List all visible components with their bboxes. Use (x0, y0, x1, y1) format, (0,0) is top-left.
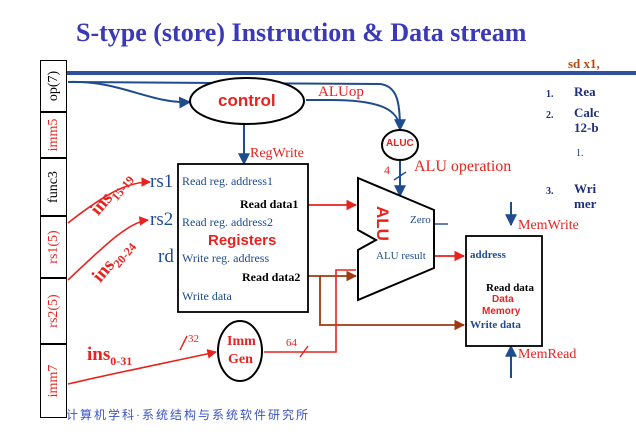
imm-gen-unit (217, 320, 263, 382)
write-reg-label: Write reg. address (182, 251, 270, 265)
memwrite-label: MemWrite (518, 218, 579, 233)
read-data2-to-memory-wire (308, 275, 466, 331)
field-rs2: rs2(5) (40, 278, 67, 344)
data-memory (465, 235, 543, 347)
side-item-3b-text: mer (574, 196, 597, 211)
registers-title: Registers (208, 232, 277, 249)
imm-bit-range: ins0-31 (87, 344, 133, 368)
side-item-1-num: 1. (546, 89, 554, 100)
alu-operation-width-tick (393, 171, 407, 181)
memory-title-line2: Memory (482, 306, 521, 317)
aluop-wire (306, 99, 401, 129)
opcode-to-aluc-wire (67, 81, 406, 132)
alu-unit (357, 176, 435, 302)
side-item-1-text: Rea (574, 84, 596, 99)
zero-label: Zero (410, 214, 431, 226)
alu-operation-label: ALU operation (414, 158, 512, 175)
rd-label: rd (158, 246, 174, 267)
imm-gen-line2: Gen (228, 352, 253, 367)
aluc-width-label: 4 (384, 163, 390, 177)
regwrite-label: RegWrite (250, 146, 304, 161)
memory-read-data-label: Read data (486, 282, 534, 294)
side-item-sub-num: 1. (576, 148, 584, 159)
imm-to-alu-wire (264, 269, 356, 353)
field-imm7: imm7 (40, 344, 67, 418)
side-item-2b-text: 12-b (574, 120, 599, 135)
side-item-2-num: 2. (546, 110, 554, 121)
slide-title: S-type (store) Instruction & Data stream (76, 18, 527, 47)
imm-out-width-label: 64 (286, 337, 297, 349)
imm-out-width-tick (299, 345, 309, 358)
side-item-2-text: Calc (574, 105, 600, 120)
memread-label: MemRead (518, 347, 577, 362)
aluc-label: ALUC (386, 138, 414, 149)
field-imm5: imm5 (40, 112, 67, 158)
footer-text: 计算机学科·系统结构与系统软件研究所 (66, 408, 310, 422)
alu-result-label: ALU result (376, 250, 426, 262)
imm-field-wire (67, 349, 217, 385)
imm-gen-line1: Imm (227, 334, 256, 349)
rs1-field-wire (67, 177, 151, 224)
side-item-3-text: Wri (574, 181, 597, 196)
side-item-3-num: 3. (546, 186, 554, 197)
read-data1-label: Read data1 (240, 197, 299, 211)
imm-in-width-label: 32 (188, 333, 199, 345)
read-data2-label: Read data2 (242, 270, 301, 284)
rs2-field-wire (67, 216, 149, 281)
read-reg1-label: Read reg. address1 (182, 174, 273, 188)
read-reg2-label: Read reg. address2 (182, 215, 273, 229)
field-opcode: op(7) (40, 60, 67, 112)
rs1-label: rs1 (150, 171, 174, 192)
title-divider (40, 71, 636, 75)
memory-title-line1: Data (492, 294, 514, 305)
control-label: control (218, 91, 276, 110)
control-unit (189, 77, 305, 125)
imm-in-width-tick (179, 335, 188, 351)
field-rs1: rs1(5) (40, 216, 67, 278)
aluop-label: ALUop (318, 84, 364, 100)
aluc-unit (381, 129, 419, 161)
alu-label: ALU (373, 206, 392, 241)
register-file (177, 163, 309, 313)
opcode-to-control-wire (67, 80, 192, 109)
side-panel-heading: sd x1, (568, 56, 600, 71)
write-data-label: Write data (182, 289, 232, 303)
field-func3: func3 (40, 158, 67, 216)
memory-write-data-label: Write data (470, 319, 521, 331)
rs2-label: rs2 (150, 209, 174, 230)
memory-address-label: address (470, 249, 506, 261)
